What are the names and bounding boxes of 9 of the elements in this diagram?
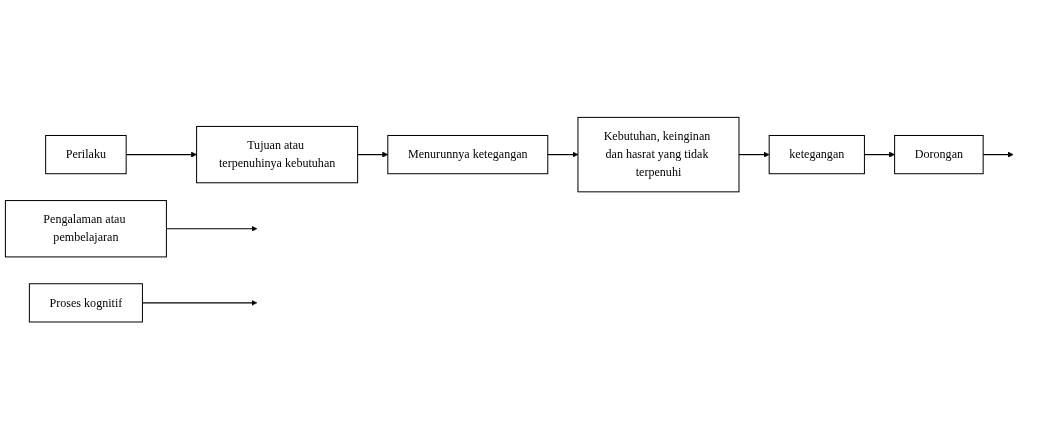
node-box: Proses kognitif: [28, 283, 143, 323]
node-box: Perilaku: [45, 134, 127, 175]
node-box: Pengalaman atau pembelajaran: [4, 199, 167, 258]
node-box: Tujuan atau terpenuhinya kebutuhan: [196, 125, 359, 184]
node-box: Dorongan: [894, 134, 984, 175]
arrow: [738, 151, 770, 158]
node-box: Kebutuhan, keinginan dan hasrat yang tidak terpenuhi: [577, 116, 740, 193]
node-box: Menurunnya ketegangan: [387, 134, 549, 175]
node-box: ketegangan: [768, 134, 865, 175]
